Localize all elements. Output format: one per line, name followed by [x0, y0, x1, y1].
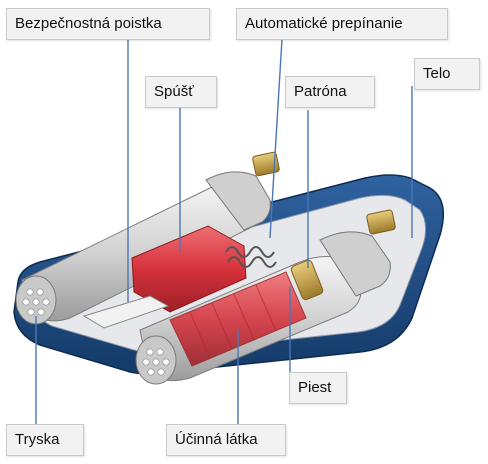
- lower-brass-fitting: [366, 209, 396, 235]
- label-cartridge: Patróna: [285, 76, 375, 108]
- upper-nozzle-holes: [22, 288, 50, 316]
- label-safety: Bezpečnostná poistka: [6, 8, 210, 40]
- lower-canister-head: [319, 231, 391, 297]
- spring: [225, 246, 277, 268]
- piston: [290, 259, 324, 301]
- label-trigger: Spúšť: [145, 76, 217, 108]
- label-auto-switch: Automatické prepínanie: [236, 8, 448, 40]
- label-body: Telo: [414, 58, 480, 90]
- leader-auto-switch: [269, 38, 283, 239]
- label-piston: Piest: [289, 372, 347, 404]
- trigger-block: [131, 225, 247, 313]
- label-agent: Účinná látka: [166, 424, 286, 456]
- label-nozzle: Tryska: [6, 424, 84, 456]
- lower-nozzle-holes: [142, 348, 170, 376]
- agent-chamber: [169, 271, 307, 367]
- safety-slider: [82, 295, 170, 329]
- upper-brass-fitting: [252, 151, 280, 177]
- agent-chamber-ribs: [189, 284, 277, 359]
- upper-canister-head: [205, 171, 271, 231]
- leader-lines: [35, 38, 413, 428]
